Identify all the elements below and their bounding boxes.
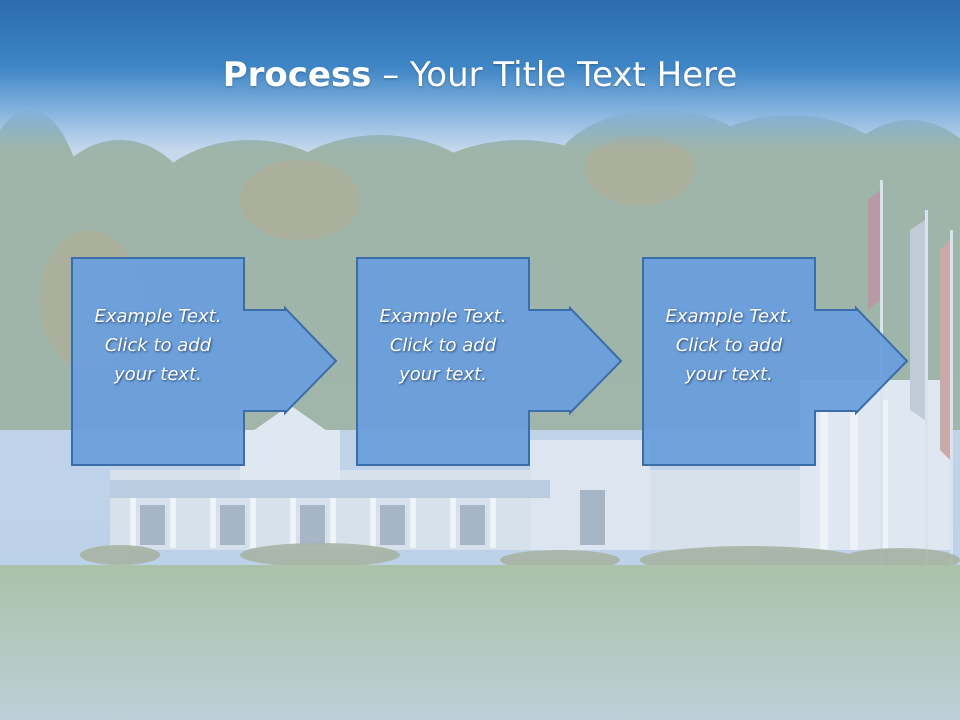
step-2-arrow-shape[interactable] [356,257,623,466]
step-2-text: Example Text. Click to add your text. [379,306,507,385]
step-1-text: Example Text. Click to add your text. [94,306,222,385]
step-1-arrow-shape[interactable] [71,257,338,466]
step-1-text-box[interactable]: Example Text. Click to add your text. [72,258,244,465]
title-rest-text: – Your Title Text Here [371,55,738,95]
step-3-text-box[interactable]: Example Text. Click to add your text. [643,258,815,465]
step-3-text: Example Text. Click to add your text. [665,306,793,385]
step-3-arrow-shape[interactable] [642,257,909,466]
title-band [0,0,960,150]
step-2-text-box[interactable]: Example Text. Click to add your text. [357,258,529,465]
slide-title[interactable]: Process – Your Title Text Here [0,52,960,98]
title-bold-text: Process [222,55,372,95]
